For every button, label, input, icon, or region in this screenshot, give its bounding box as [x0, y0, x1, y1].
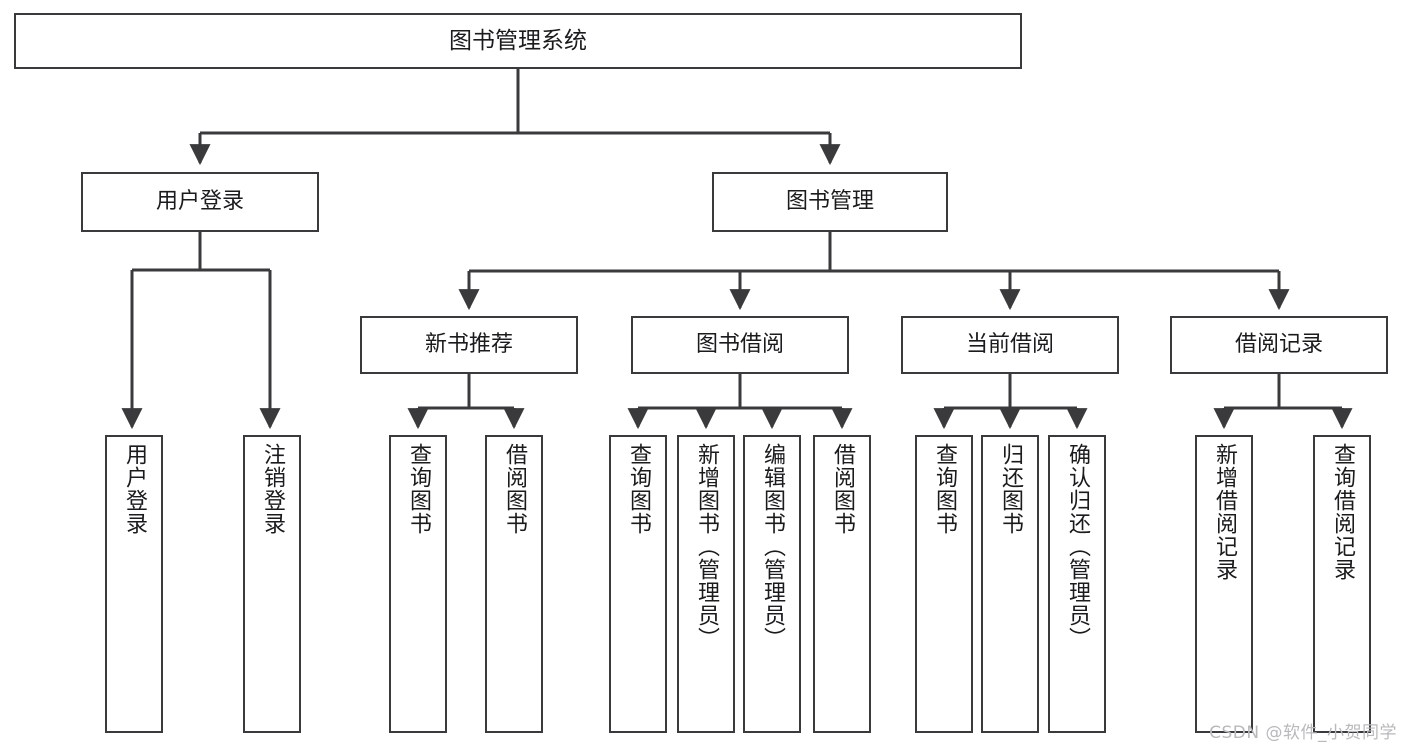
- node-leaf-add-book-admin[interactable]: 新增图书（管理员）: [677, 435, 735, 733]
- node-label: 查询图书: [626, 443, 651, 535]
- node-leaf-user-login[interactable]: 用户登录: [105, 435, 163, 733]
- node-label: 新书推荐: [424, 332, 513, 358]
- node-leaf-edit-book-admin[interactable]: 编辑图书（管理员）: [743, 435, 801, 733]
- node-leaf-user-logout[interactable]: 注销登录: [243, 435, 301, 733]
- node-label: 归还图书: [998, 443, 1023, 535]
- node-leaf-borrow-book-rec[interactable]: 借阅图书: [485, 435, 543, 733]
- node-leaf-return-book[interactable]: 归还图书: [981, 435, 1039, 733]
- node-label: 借阅记录: [1234, 332, 1323, 358]
- node-label: 图书管理系统: [449, 27, 587, 54]
- node-root-system[interactable]: 图书管理系统: [14, 13, 1022, 69]
- node-leaf-query-book-rec[interactable]: 查询图书: [389, 435, 447, 733]
- node-label: 新增图书（管理员）: [694, 443, 719, 650]
- node-label: 注销登录: [260, 443, 285, 535]
- node-label: 借阅图书: [830, 443, 855, 535]
- node-book-borrow[interactable]: 图书借阅: [631, 316, 849, 374]
- node-user-login[interactable]: 用户登录: [81, 172, 319, 232]
- node-label: 查询图书: [406, 443, 431, 535]
- node-leaf-add-borrow-record[interactable]: 新增借阅记录: [1195, 435, 1253, 733]
- node-borrow-record[interactable]: 借阅记录: [1170, 316, 1388, 374]
- node-label: 借阅图书: [502, 443, 527, 535]
- node-label: 用户登录: [122, 443, 147, 535]
- node-label: 确认归还（管理员）: [1065, 443, 1090, 650]
- node-label: 图书管理: [785, 189, 874, 215]
- csdn-watermark: CSDN @软件_小贺同学: [1209, 723, 1397, 743]
- node-book-management[interactable]: 图书管理: [712, 172, 948, 232]
- node-label: 当前借阅: [965, 332, 1054, 358]
- node-label: 图书借阅: [695, 332, 784, 358]
- node-label: 新增借阅记录: [1212, 443, 1237, 581]
- node-leaf-query-book-current[interactable]: 查询图书: [915, 435, 973, 733]
- node-label: 查询借阅记录: [1330, 443, 1355, 581]
- node-leaf-borrow-book[interactable]: 借阅图书: [813, 435, 871, 733]
- node-current-borrow[interactable]: 当前借阅: [901, 316, 1119, 374]
- node-label: 编辑图书（管理员）: [760, 443, 785, 650]
- node-leaf-query-borrow-record[interactable]: 查询借阅记录: [1313, 435, 1371, 733]
- node-leaf-query-book-borrow[interactable]: 查询图书: [609, 435, 667, 733]
- node-label: 查询图书: [932, 443, 957, 535]
- node-label: 用户登录: [155, 189, 244, 215]
- node-new-book-recommendation[interactable]: 新书推荐: [360, 316, 578, 374]
- node-leaf-confirm-return-admin[interactable]: 确认归还（管理员）: [1048, 435, 1106, 733]
